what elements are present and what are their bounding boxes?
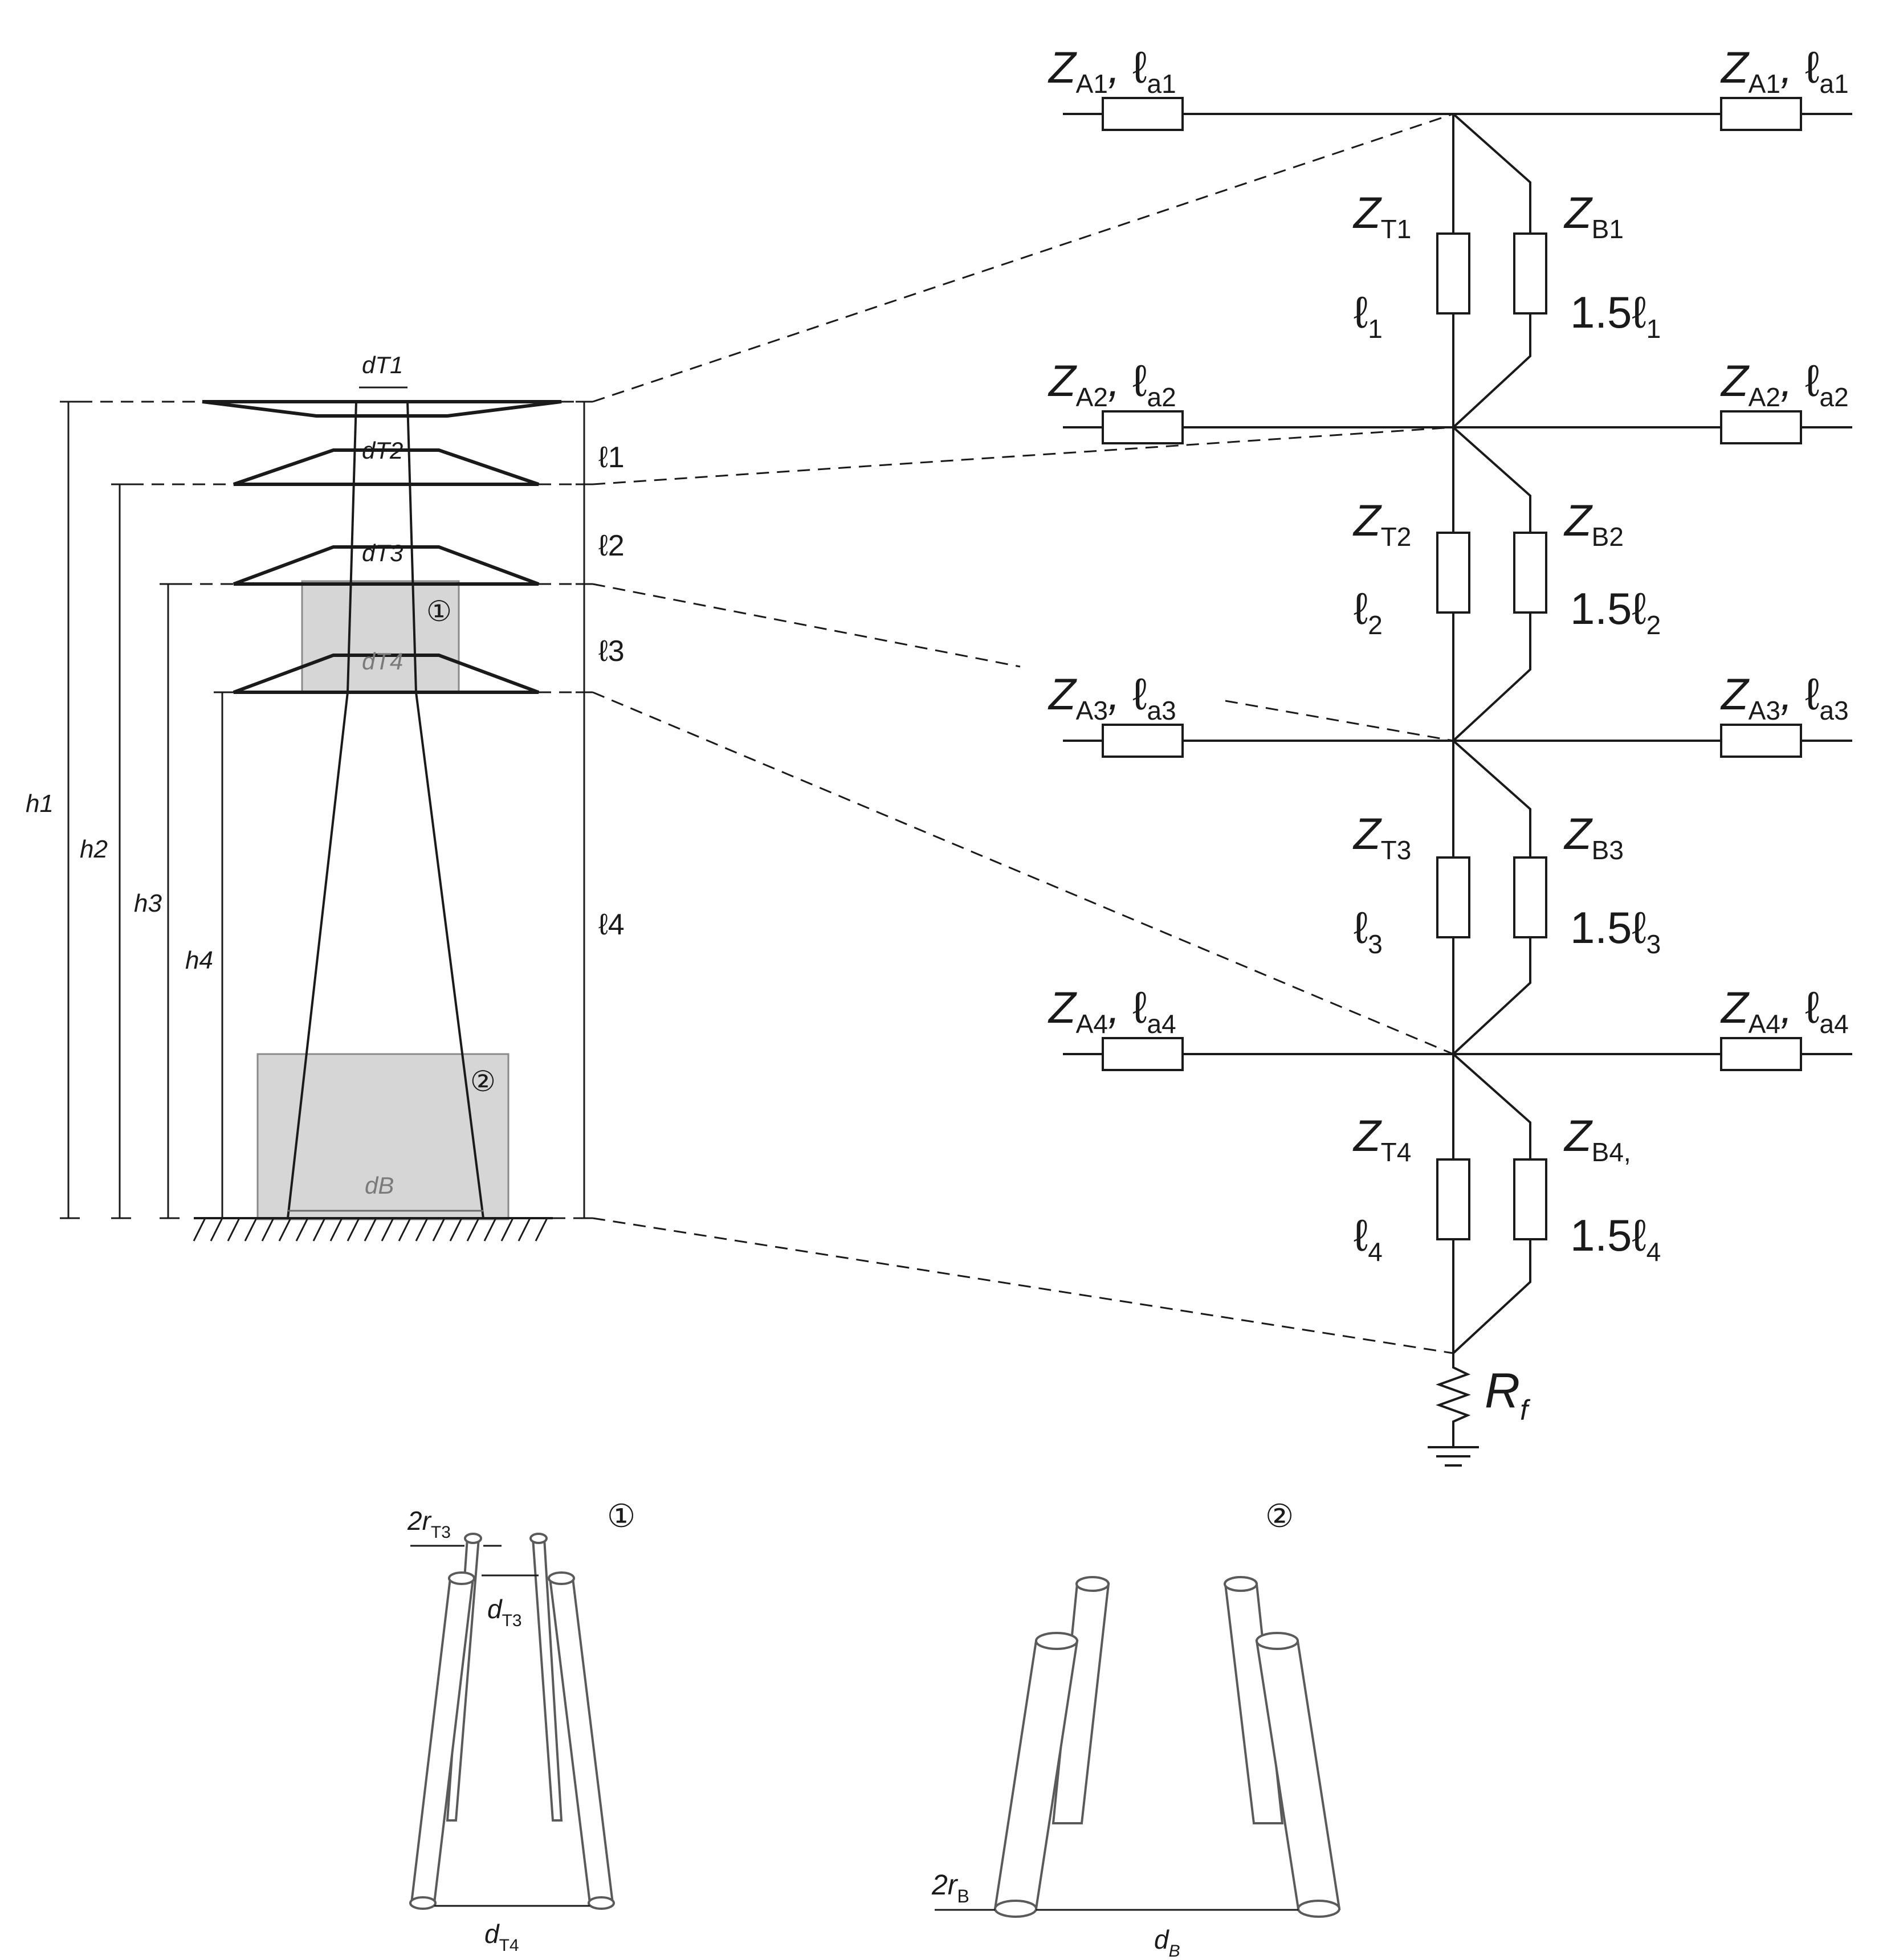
section-labels: ZT1 ZB1 ℓ1 1.5ℓ1 ZT2 ZB2 ℓ2 1.5ℓ2 ZT3 ZB… xyxy=(1352,187,1661,1426)
detail-2: ② 2rB dB xyxy=(931,1498,1341,1960)
svg-text:h4: h4 xyxy=(185,946,213,974)
svg-text:dB: dB xyxy=(365,1172,394,1199)
svg-text:①: ① xyxy=(607,1498,635,1534)
svg-text:1.5ℓ3: 1.5ℓ3 xyxy=(1570,903,1661,959)
svg-text:①: ① xyxy=(426,595,452,627)
svg-text:ℓ2: ℓ2 xyxy=(598,529,625,562)
arm-labels: ZA1, ℓa1 ZA1, ℓa1 ZA2, ℓa2 ZA2, ℓa2 ZA3,… xyxy=(1048,42,1849,1039)
svg-text:h1: h1 xyxy=(26,790,54,818)
svg-text:ZB3: ZB3 xyxy=(1563,808,1624,865)
svg-text:ZA3, ℓa3: ZA3, ℓa3 xyxy=(1720,669,1849,725)
svg-text:h3: h3 xyxy=(134,889,162,917)
svg-text:ZA1, ℓa1: ZA1, ℓa1 xyxy=(1720,42,1849,99)
svg-text:②: ② xyxy=(470,1065,496,1097)
svg-text:1.5ℓ4: 1.5ℓ4 xyxy=(1570,1210,1661,1267)
svg-text:ZT3: ZT3 xyxy=(1352,808,1411,865)
circuit xyxy=(1063,97,1852,1467)
svg-text:dT3: dT3 xyxy=(487,1594,522,1630)
svg-text:Rf: Rf xyxy=(1485,1363,1531,1426)
svg-text:ZA4, ℓa4: ZA4, ℓa4 xyxy=(1720,982,1849,1039)
svg-text:dT1: dT1 xyxy=(362,352,403,378)
svg-text:ZA3, ℓa3: ZA3, ℓa3 xyxy=(1048,669,1176,725)
projection-lines xyxy=(592,113,1454,1354)
tower-drawing xyxy=(60,386,593,1242)
crossarm-2 xyxy=(233,448,539,486)
svg-text:ZB4,: ZB4, xyxy=(1563,1110,1631,1167)
svg-text:ZA4, ℓa4: ZA4, ℓa4 xyxy=(1048,982,1176,1039)
section-resistors xyxy=(1436,232,1547,1240)
svg-text:②: ② xyxy=(1265,1498,1294,1534)
tower-labels: h1 h2 h3 h4 ℓ1 ℓ2 ℓ3 ℓ4 dT1 dT2 dT3 dT4 … xyxy=(26,352,625,1199)
svg-text:ℓ1: ℓ1 xyxy=(598,441,625,474)
svg-text:dT3: dT3 xyxy=(362,540,403,566)
svg-text:ZB2: ZB2 xyxy=(1563,495,1624,552)
crossarm-3 xyxy=(233,545,540,586)
svg-text:1.5ℓ2: 1.5ℓ2 xyxy=(1570,583,1661,640)
crossarm-4 xyxy=(233,654,540,694)
svg-text:ZT1: ZT1 xyxy=(1352,187,1411,244)
crossarm-1 xyxy=(202,400,562,418)
svg-text:ℓ4: ℓ4 xyxy=(598,908,625,941)
svg-text:ℓ1: ℓ1 xyxy=(1354,287,1383,344)
svg-text:dB: dB xyxy=(1154,1925,1180,1960)
svg-text:2rB: 2rB xyxy=(931,1869,969,1906)
svg-text:dT2: dT2 xyxy=(362,437,403,464)
svg-text:ZT2: ZT2 xyxy=(1352,495,1411,552)
svg-text:dT4: dT4 xyxy=(362,648,403,675)
svg-text:ℓ3: ℓ3 xyxy=(1354,903,1383,959)
segment-dimension xyxy=(576,401,593,1219)
svg-text:1.5ℓ1: 1.5ℓ1 xyxy=(1570,287,1661,344)
svg-text:ZA2, ℓa2: ZA2, ℓa2 xyxy=(1720,356,1849,412)
svg-text:ZB1: ZB1 xyxy=(1563,187,1624,244)
svg-text:ZA2, ℓa2: ZA2, ℓa2 xyxy=(1048,356,1176,412)
svg-text:dT4: dT4 xyxy=(484,1919,519,1955)
svg-text:2rT3: 2rT3 xyxy=(407,1506,451,1542)
svg-text:ℓ3: ℓ3 xyxy=(598,635,625,668)
ground-hatch xyxy=(193,1218,548,1242)
svg-text:ZA1, ℓa1: ZA1, ℓa1 xyxy=(1048,42,1176,99)
svg-text:h2: h2 xyxy=(80,835,108,863)
arm-resistors xyxy=(1102,97,1802,1071)
svg-text:ℓ4: ℓ4 xyxy=(1354,1210,1383,1267)
detail-region-1 xyxy=(301,580,460,693)
svg-text:ℓ2: ℓ2 xyxy=(1354,583,1383,640)
height-dimensions xyxy=(60,401,234,1219)
ground-symbol xyxy=(1428,1446,1479,1467)
footing-resistor xyxy=(1436,1353,1471,1447)
detail-1: ① 2rT3 dT3 dT4 xyxy=(407,1498,635,1955)
svg-text:ZT4: ZT4 xyxy=(1352,1110,1411,1167)
